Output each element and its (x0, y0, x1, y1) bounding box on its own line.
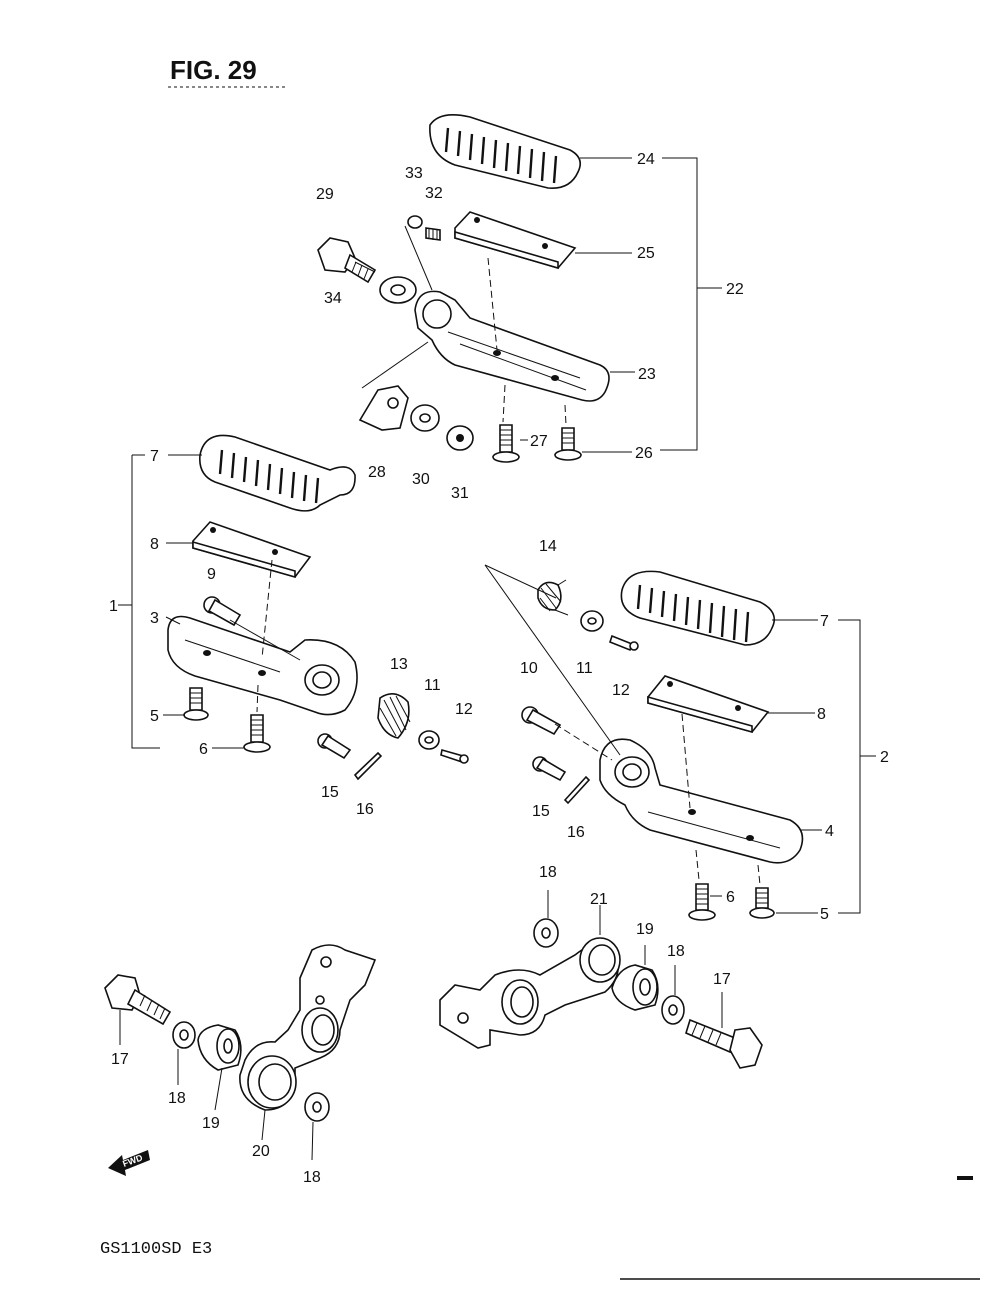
callout-29: 29 (316, 186, 334, 203)
figure-title: FIG. 29 (170, 55, 257, 85)
callout-1: 1 (109, 598, 118, 615)
bolt-17-left (104, 974, 172, 1026)
callout-31: 31 (451, 485, 469, 502)
model-code: GS1100SD E3 (100, 1240, 212, 1259)
spring-14 (537, 579, 569, 616)
bracket-28 (358, 385, 409, 431)
footrest-4 (599, 738, 804, 864)
callout-24: 24 (637, 151, 655, 168)
callout-11-right: 11 (576, 660, 593, 677)
callout-25: 25 (637, 245, 655, 262)
footrest-rubber-7-left (198, 434, 356, 512)
callout-23: 23 (638, 366, 656, 383)
screw-6-right (688, 883, 716, 921)
collar-19-left (197, 1024, 242, 1071)
callout-12-right: 12 (612, 682, 630, 699)
bolt-29 (317, 237, 377, 284)
fwd-arrow-icon: FWD (108, 1150, 150, 1176)
callout-14: 14 (539, 538, 557, 555)
callout-12-left: 12 (455, 701, 473, 718)
footrest-3 (167, 615, 358, 716)
cotter-pin-12-right (609, 634, 639, 652)
callout-17-left: 17 (111, 1051, 129, 1068)
pin-10 (521, 706, 562, 736)
callout-11-left: 11 (424, 677, 441, 694)
cotter-pin-16-right (563, 775, 591, 805)
callout-16-right: 16 (567, 824, 585, 841)
ball-33 (407, 215, 423, 229)
footrest-plate-8-right (647, 675, 770, 734)
callout-18-bottom: 18 (303, 1169, 321, 1186)
callout-18-right: 18 (667, 943, 685, 960)
callout-30: 30 (412, 471, 430, 488)
screw-27 (492, 424, 520, 463)
callout-15-left: 15 (321, 784, 339, 801)
pin-15-right (532, 756, 567, 782)
pin-9 (203, 596, 242, 627)
callout-19-right: 19 (636, 921, 654, 938)
spring-13 (377, 693, 411, 739)
callout-15-right: 15 (532, 803, 550, 820)
footrest-plate-8-left (192, 521, 312, 579)
callout-17-right: 17 (713, 971, 731, 988)
callout-5-right: 5 (820, 906, 829, 923)
bolt-17-right (685, 1018, 763, 1069)
collar-19-right (611, 964, 659, 1011)
footrest-bracket-20 (239, 944, 377, 1111)
callout-28: 28 (368, 464, 386, 481)
callout-8-right: 8 (817, 706, 826, 723)
callout-9: 9 (207, 566, 216, 583)
callout-4: 4 (825, 823, 834, 840)
callout-19-left: 19 (202, 1115, 220, 1132)
cotter-pin-12-left (440, 748, 469, 764)
callout-34: 34 (324, 290, 342, 307)
callout-13: 13 (390, 656, 408, 673)
callout-3: 3 (150, 610, 159, 627)
cotter-pin-16-left (353, 751, 383, 781)
screw-5-left (183, 687, 209, 721)
footrest-rubber-7-right (620, 570, 776, 646)
callout-32: 32 (425, 185, 443, 202)
callout-27: 27 (530, 433, 548, 450)
callout-22: 22 (726, 281, 744, 298)
callout-20: 20 (252, 1143, 270, 1160)
screw-26 (554, 427, 582, 461)
callout-8-left: 8 (150, 536, 159, 553)
footrest-23 (414, 290, 610, 402)
callout-6-right: 6 (726, 889, 735, 906)
washer-34 (379, 276, 417, 304)
callout-6-left: 6 (199, 741, 208, 758)
callout-26: 26 (635, 445, 653, 462)
callout-18-upper: 18 (539, 864, 557, 881)
callout-5-left: 5 (150, 708, 159, 725)
footrest-rubber-24 (429, 114, 581, 189)
footrest-plate-25 (454, 211, 577, 270)
callout-10: 10 (520, 660, 538, 677)
callout-21: 21 (590, 891, 608, 908)
callout-18-left: 18 (168, 1090, 186, 1107)
callout-2: 2 (880, 749, 889, 766)
footrest-bracket-21 (439, 937, 621, 1049)
callout-16-left: 16 (356, 801, 374, 818)
callouts: 24 33 32 29 25 22 34 23 27 26 28 30 31 7… (109, 151, 889, 1186)
callout-7-right: 7 (820, 613, 829, 630)
screw-5-right (749, 887, 775, 919)
spring-32 (425, 227, 441, 241)
screw-6-left (243, 714, 271, 753)
callout-7-left: 7 (150, 448, 159, 465)
callout-33: 33 (405, 165, 423, 182)
pin-15-left (317, 733, 352, 760)
